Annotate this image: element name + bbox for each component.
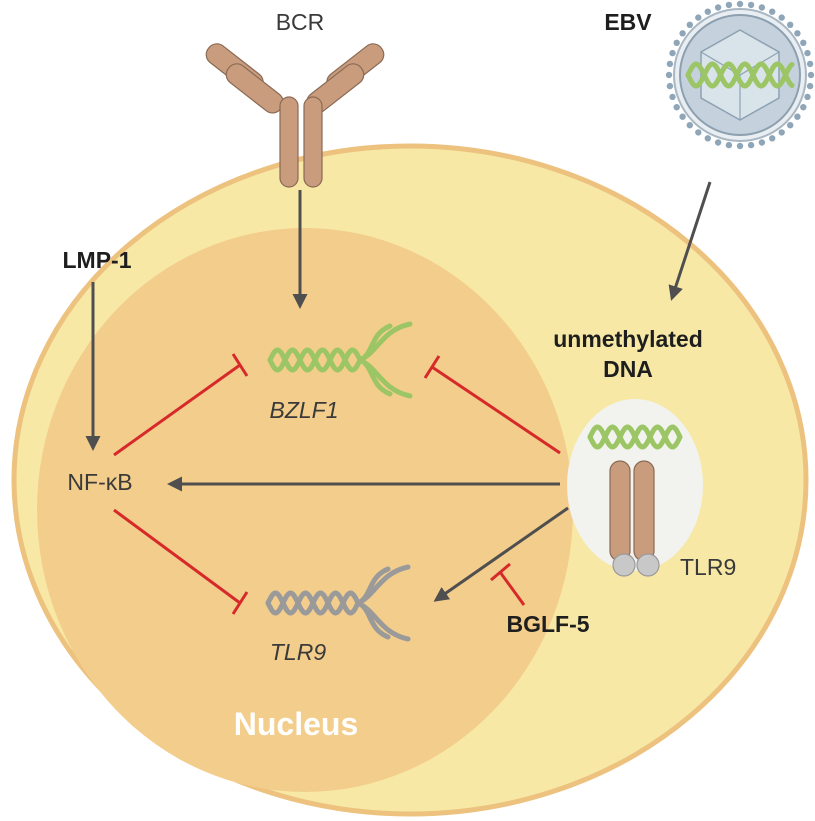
tlr9-gene-label: TLR9 [270,639,326,665]
inhibit-nfkb-bzlf1 [113,353,249,457]
lmp1-label: LMP-1 [63,247,132,273]
bcr-receptor [205,43,385,188]
nucleus [37,228,573,792]
ebv-virion-icon [665,0,815,150]
unmethylated-dna-icon [587,424,683,450]
arrow-tlr9-to-tlr9-gene [433,506,569,602]
tlr9-gene-icon [265,564,411,642]
nfkb-label: NF-κB [67,469,132,495]
inhibit-nfkb-tlr9-gene [113,508,249,615]
unmethylated-label: unmethylated [553,326,703,352]
inhibit-bglf5-tlr9 [490,562,526,606]
tlr9-receptor [609,460,660,577]
arrow-ebv-to-dna [668,181,712,301]
bglf5-label: BGLF-5 [506,611,589,637]
bzlf1-gene-icon [267,321,413,399]
dna-label: DNA [603,356,653,382]
nucleus-label: Nucleus [234,706,358,742]
inhibit-tlr9-bzlf1 [423,355,561,455]
ebv-label: EBV [604,9,652,35]
tlr9-receptor-label: TLR9 [680,554,736,580]
bzlf1-label: BZLF1 [269,397,338,423]
bcr-label: BCR [276,9,325,35]
